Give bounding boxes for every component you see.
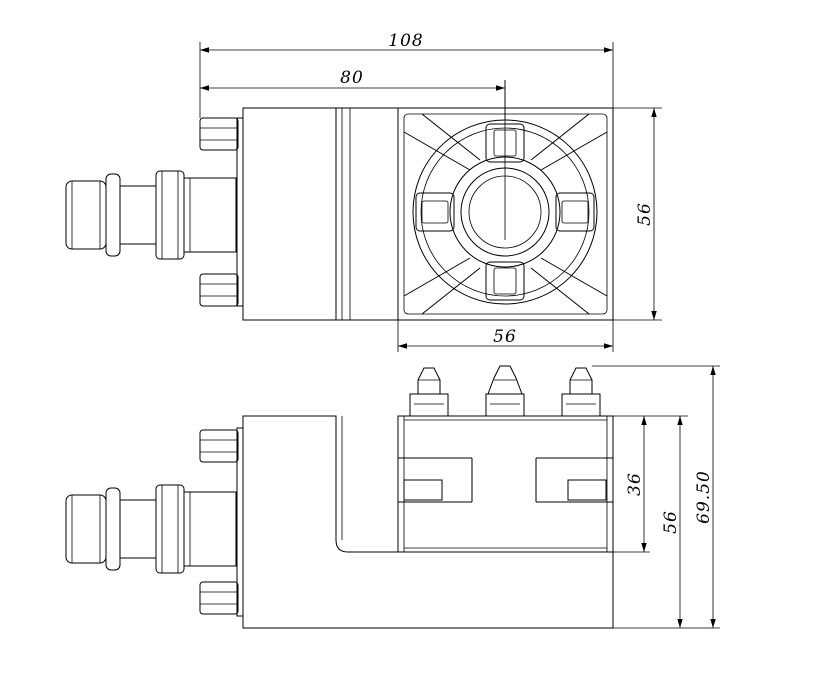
dim-label-56-horizontal: 56 bbox=[493, 327, 517, 347]
top-coupler-plug bbox=[65, 170, 237, 260]
dim-label-56-side: 56 bbox=[661, 510, 681, 534]
dim-label-36: 36 bbox=[625, 472, 645, 496]
dim-side-block-height: 56 bbox=[613, 415, 688, 629]
dim-top-height: 56 bbox=[613, 107, 662, 321]
side-hex-fitting-upper bbox=[199, 429, 239, 463]
side-view: 36 56 69.50 bbox=[65, 365, 720, 629]
dim-top-width-partial: 80 bbox=[200, 68, 506, 120]
side-pin-center bbox=[485, 365, 525, 417]
side-main-body bbox=[242, 415, 614, 629]
dim-side-overall-height: 69.50 bbox=[592, 365, 720, 629]
dim-top-bottom-width: 56 bbox=[397, 320, 614, 352]
top-clamp-housing bbox=[397, 80, 614, 321]
dim-label-80: 80 bbox=[340, 68, 364, 88]
side-hex-fitting-lower bbox=[199, 581, 239, 615]
side-pin-left bbox=[409, 367, 449, 417]
side-coupler-plug bbox=[65, 484, 237, 574]
dim-label-69-50: 69.50 bbox=[694, 470, 714, 524]
side-clamp-block bbox=[397, 415, 614, 553]
dim-label-108: 108 bbox=[388, 31, 423, 51]
dim-top-width-overall: 108 bbox=[199, 31, 614, 118]
side-pin-right bbox=[561, 367, 601, 417]
top-hex-fitting-upper bbox=[199, 117, 239, 151]
dim-side-inner-height: 36 bbox=[613, 415, 650, 553]
dim-label-56-vertical: 56 bbox=[635, 202, 655, 226]
top-hex-fitting-lower bbox=[199, 273, 239, 307]
top-main-body bbox=[242, 107, 614, 321]
top-view: 108 80 56 56 bbox=[65, 31, 662, 352]
